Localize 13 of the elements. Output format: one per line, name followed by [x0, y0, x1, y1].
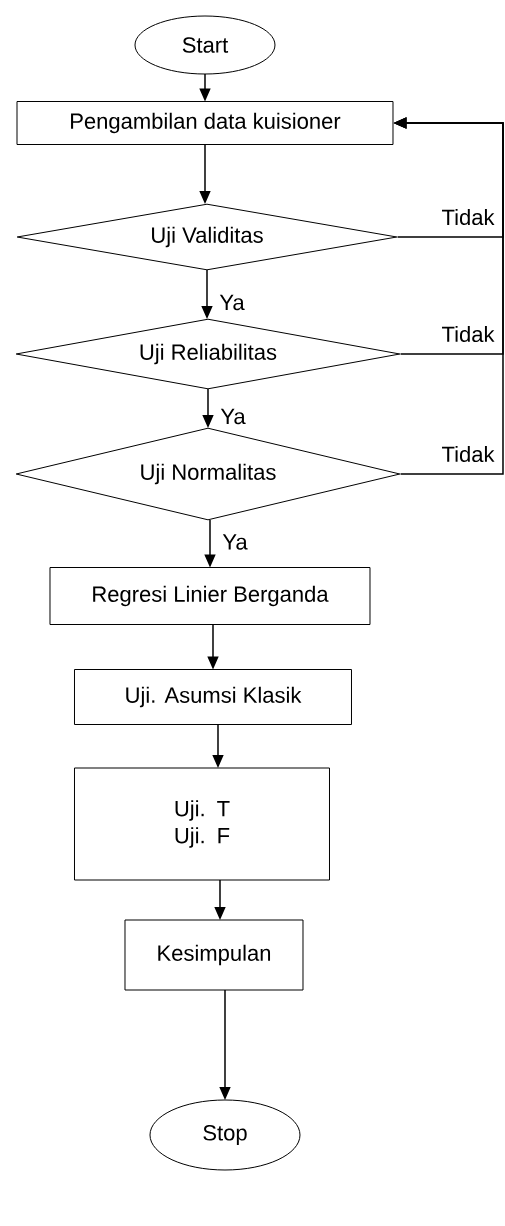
process-box: Uji. T Uji. F	[74, 767, 330, 881]
edge-label: Tidak	[442, 445, 495, 463]
process-box: Uji. Asumsi Klasik	[74, 669, 352, 725]
edge-label: Tidak	[442, 208, 495, 226]
process-box: Kesimpulan	[124, 919, 304, 991]
edge-label: Ya	[222, 534, 248, 550]
terminal-oval: Stop	[149, 1099, 301, 1171]
edge-label: Ya	[219, 294, 245, 311]
process-box: Pengambilan data kuisioner	[16, 101, 394, 145]
process-box: Regresi Linier Berganda	[49, 567, 371, 625]
edge-label: Tidak	[442, 325, 495, 343]
terminal-oval: Start	[134, 15, 276, 75]
edge-label: Ya	[220, 408, 246, 425]
